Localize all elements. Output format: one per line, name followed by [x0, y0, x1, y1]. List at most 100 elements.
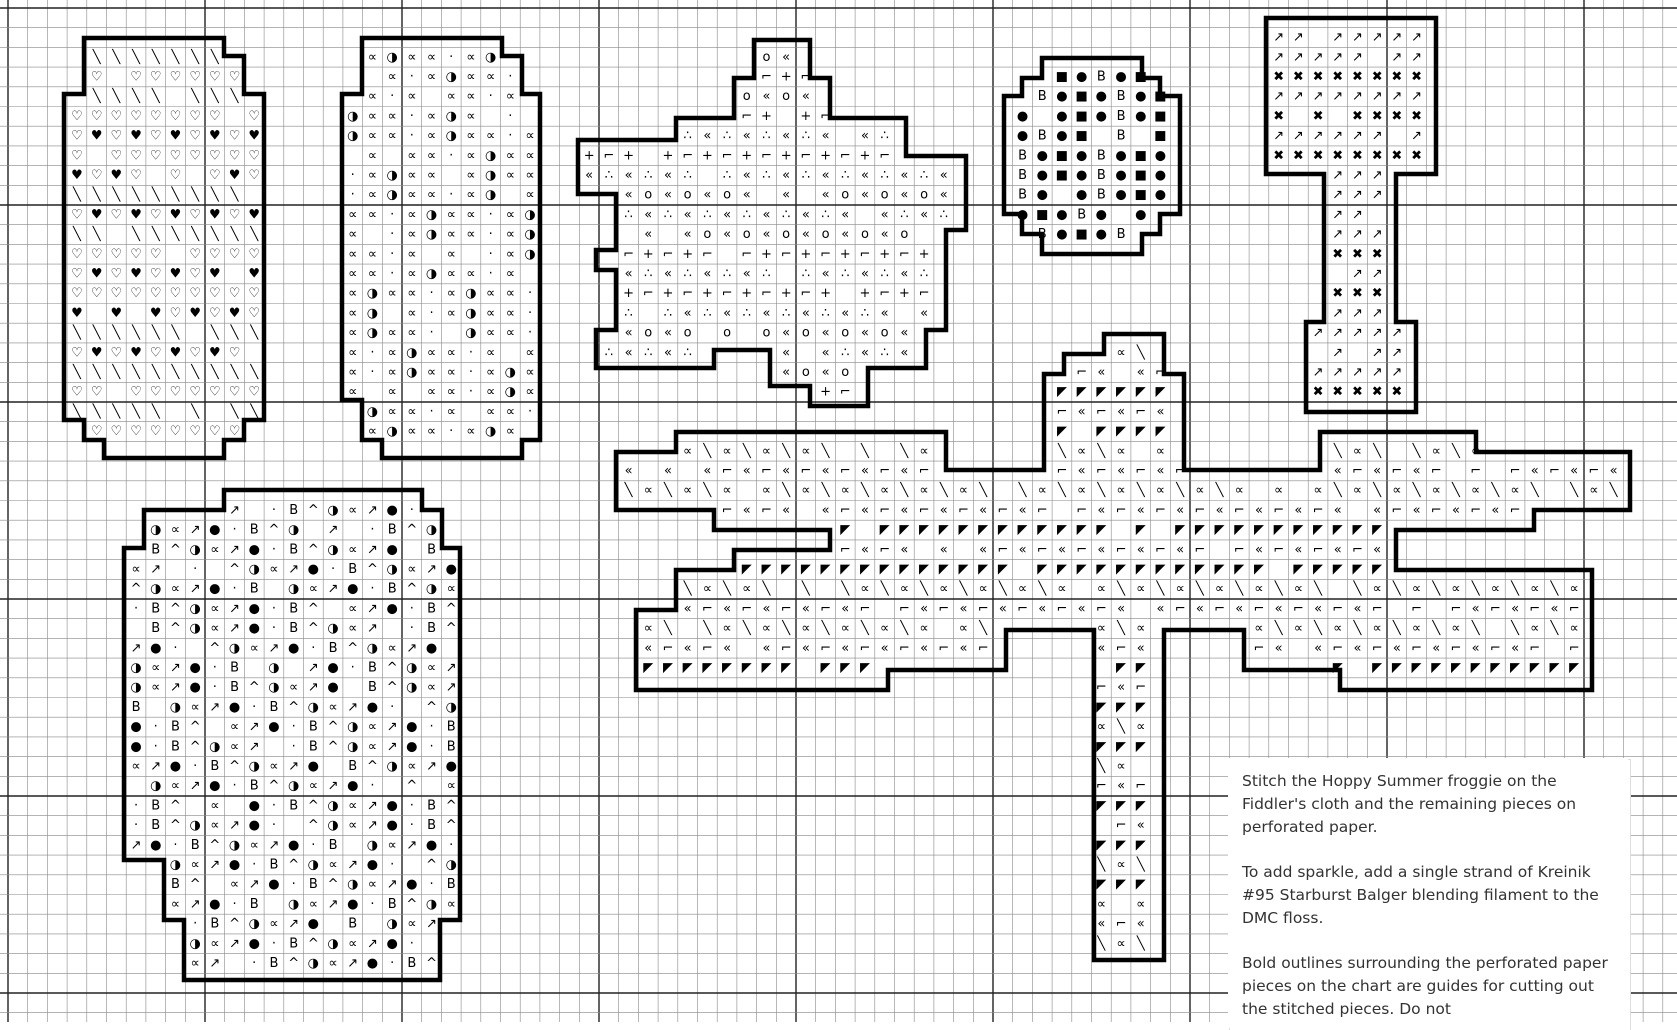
stitch-symbol: ♡ — [189, 129, 201, 144]
stitch-symbol: « — [1019, 542, 1027, 557]
stitch-symbol: ♥ — [229, 306, 241, 321]
stitch-symbol: ↗ — [1313, 50, 1324, 65]
stitch-symbol: ● — [1096, 207, 1107, 222]
stitch-symbol: ◑ — [367, 306, 378, 321]
stitch-symbol: ╲ — [1490, 481, 1500, 498]
stitch-symbol: B — [250, 523, 259, 538]
stitch-symbol: ╲ — [624, 481, 634, 498]
stitch-symbol: « — [1078, 404, 1086, 419]
stitch-symbol: ⌐ — [800, 463, 811, 478]
stitch-symbol: ◤ — [1490, 660, 1500, 675]
stitch-symbol: · — [528, 286, 532, 301]
stitch-symbol: ∝ — [388, 286, 397, 301]
stitch-symbol: « — [802, 207, 810, 222]
stitch-symbol: ◑ — [465, 286, 476, 301]
stitch-symbol: ● — [249, 818, 260, 833]
stitch-symbol: ● — [249, 621, 260, 636]
stitch-symbol: ↗ — [328, 779, 339, 794]
stitch-symbol: « — [782, 168, 790, 183]
stitch-symbol: ^ — [426, 956, 437, 971]
stitch-symbol: ∝ — [1038, 483, 1047, 498]
stitch-symbol: + — [820, 286, 831, 301]
stitch-symbol: ∝ — [644, 621, 653, 636]
stitch-symbol: ◤ — [1018, 523, 1028, 538]
stitch-symbol: ∴ — [723, 168, 731, 183]
stitch-symbol: ✖ — [1372, 69, 1383, 84]
stitch-symbol: · — [252, 956, 256, 971]
stitch-symbol: ◑ — [485, 188, 496, 203]
stitch-symbol: ◑ — [367, 404, 378, 419]
stitch-symbol: « — [900, 345, 908, 360]
stitch-symbol: « — [1472, 641, 1480, 656]
stitch-symbol: ╲ — [860, 481, 870, 498]
stitch-symbol: « — [1117, 680, 1125, 695]
stitch-symbol: ♥ — [91, 207, 103, 222]
stitch-symbol: ◑ — [367, 641, 378, 656]
stitch-symbol: ◤ — [1096, 877, 1106, 892]
stitch-symbol: B — [348, 759, 357, 774]
stitch-symbol: ╲ — [72, 186, 82, 203]
stitch-symbol: ∝ — [1294, 582, 1303, 597]
stitch-symbol: ◤ — [1136, 523, 1146, 538]
stitch-symbol: ∝ — [762, 483, 771, 498]
stitch-symbol: ╲ — [1550, 580, 1560, 597]
stitch-symbol: « — [861, 266, 869, 281]
stitch-symbol: ↗ — [1391, 326, 1402, 341]
stitch-symbol: B — [1117, 89, 1126, 104]
stitch-symbol: ◤ — [1136, 838, 1146, 853]
stitch-symbol: ↗ — [1391, 50, 1402, 65]
stitch-symbol: B — [427, 621, 436, 636]
stitch-symbol: ♥ — [248, 129, 260, 144]
stitch-symbol: ♡ — [150, 385, 162, 400]
stitch-symbol: ╲ — [151, 87, 161, 104]
stitch-symbol: ∝ — [506, 404, 515, 419]
stitch-symbol: ╲ — [210, 48, 220, 65]
stitch-symbol: ∝ — [388, 109, 397, 124]
stitch-symbol: B — [348, 562, 357, 577]
stitch-symbol: ∝ — [447, 385, 456, 400]
stitch-symbol: « — [1413, 463, 1421, 478]
stitch-symbol: ◤ — [1136, 798, 1146, 813]
stitch-symbol: ◤ — [840, 660, 850, 675]
stitch-symbol: ✖ — [1391, 69, 1402, 84]
stitch-symbol: ⌐ — [1450, 601, 1461, 616]
stitch-symbol: ⌐ — [662, 641, 673, 656]
stitch-symbol: ◤ — [1077, 523, 1087, 538]
stitch-symbol: ⌐ — [1214, 601, 1225, 616]
stitch-symbol: B — [388, 897, 397, 912]
stitch-symbol: ■ — [1135, 188, 1147, 203]
stitch-symbol: ⌐ — [840, 385, 851, 400]
stitch-symbol: B — [151, 621, 160, 636]
stitch-symbol: ⌐ — [879, 542, 890, 557]
stitch-symbol: ◤ — [801, 562, 811, 577]
stitch-symbol: ╲ — [131, 186, 141, 203]
stitch-symbol: ⌐ — [1273, 542, 1284, 557]
stitch-symbol: ╲ — [131, 87, 141, 104]
stitch-symbol: ∝ — [447, 89, 456, 104]
stitch-symbol: · — [292, 739, 296, 754]
stitch-symbol: « — [1373, 463, 1381, 478]
stitch-symbol: ⌐ — [1569, 641, 1580, 656]
stitch-symbol: B — [289, 936, 298, 951]
stitch-symbol: ⌐ — [722, 503, 733, 518]
stitch-symbol: ♥ — [111, 306, 123, 321]
stitch-symbol: ♡ — [111, 109, 123, 124]
stitch-symbol: ∝ — [486, 365, 495, 380]
stitch-symbol: ^ — [229, 759, 240, 774]
stitch-symbol: ♡ — [229, 286, 241, 301]
stitch-symbol: ╲ — [190, 186, 200, 203]
stitch-symbol: ╲ — [663, 481, 673, 498]
stitch-symbol: ↗ — [1352, 89, 1363, 104]
stitch-symbol: · — [410, 109, 414, 124]
stitch-symbol: « — [644, 207, 652, 222]
note-paragraph-3: Bold outlines surrounding the perforated… — [1242, 952, 1618, 1021]
stitch-symbol: ⌐ — [682, 148, 693, 163]
stitch-symbol: ⌐ — [1155, 503, 1166, 518]
stitch-symbol: ∴ — [743, 306, 751, 321]
stitch-symbol: ◤ — [1392, 660, 1402, 675]
stitch-symbol: ╲ — [1569, 481, 1579, 498]
stitch-symbol: ∝ — [427, 50, 436, 65]
stitch-symbol: B — [388, 582, 397, 597]
stitch-symbol: · — [232, 523, 236, 538]
stitch-symbol: ∝ — [427, 345, 436, 360]
